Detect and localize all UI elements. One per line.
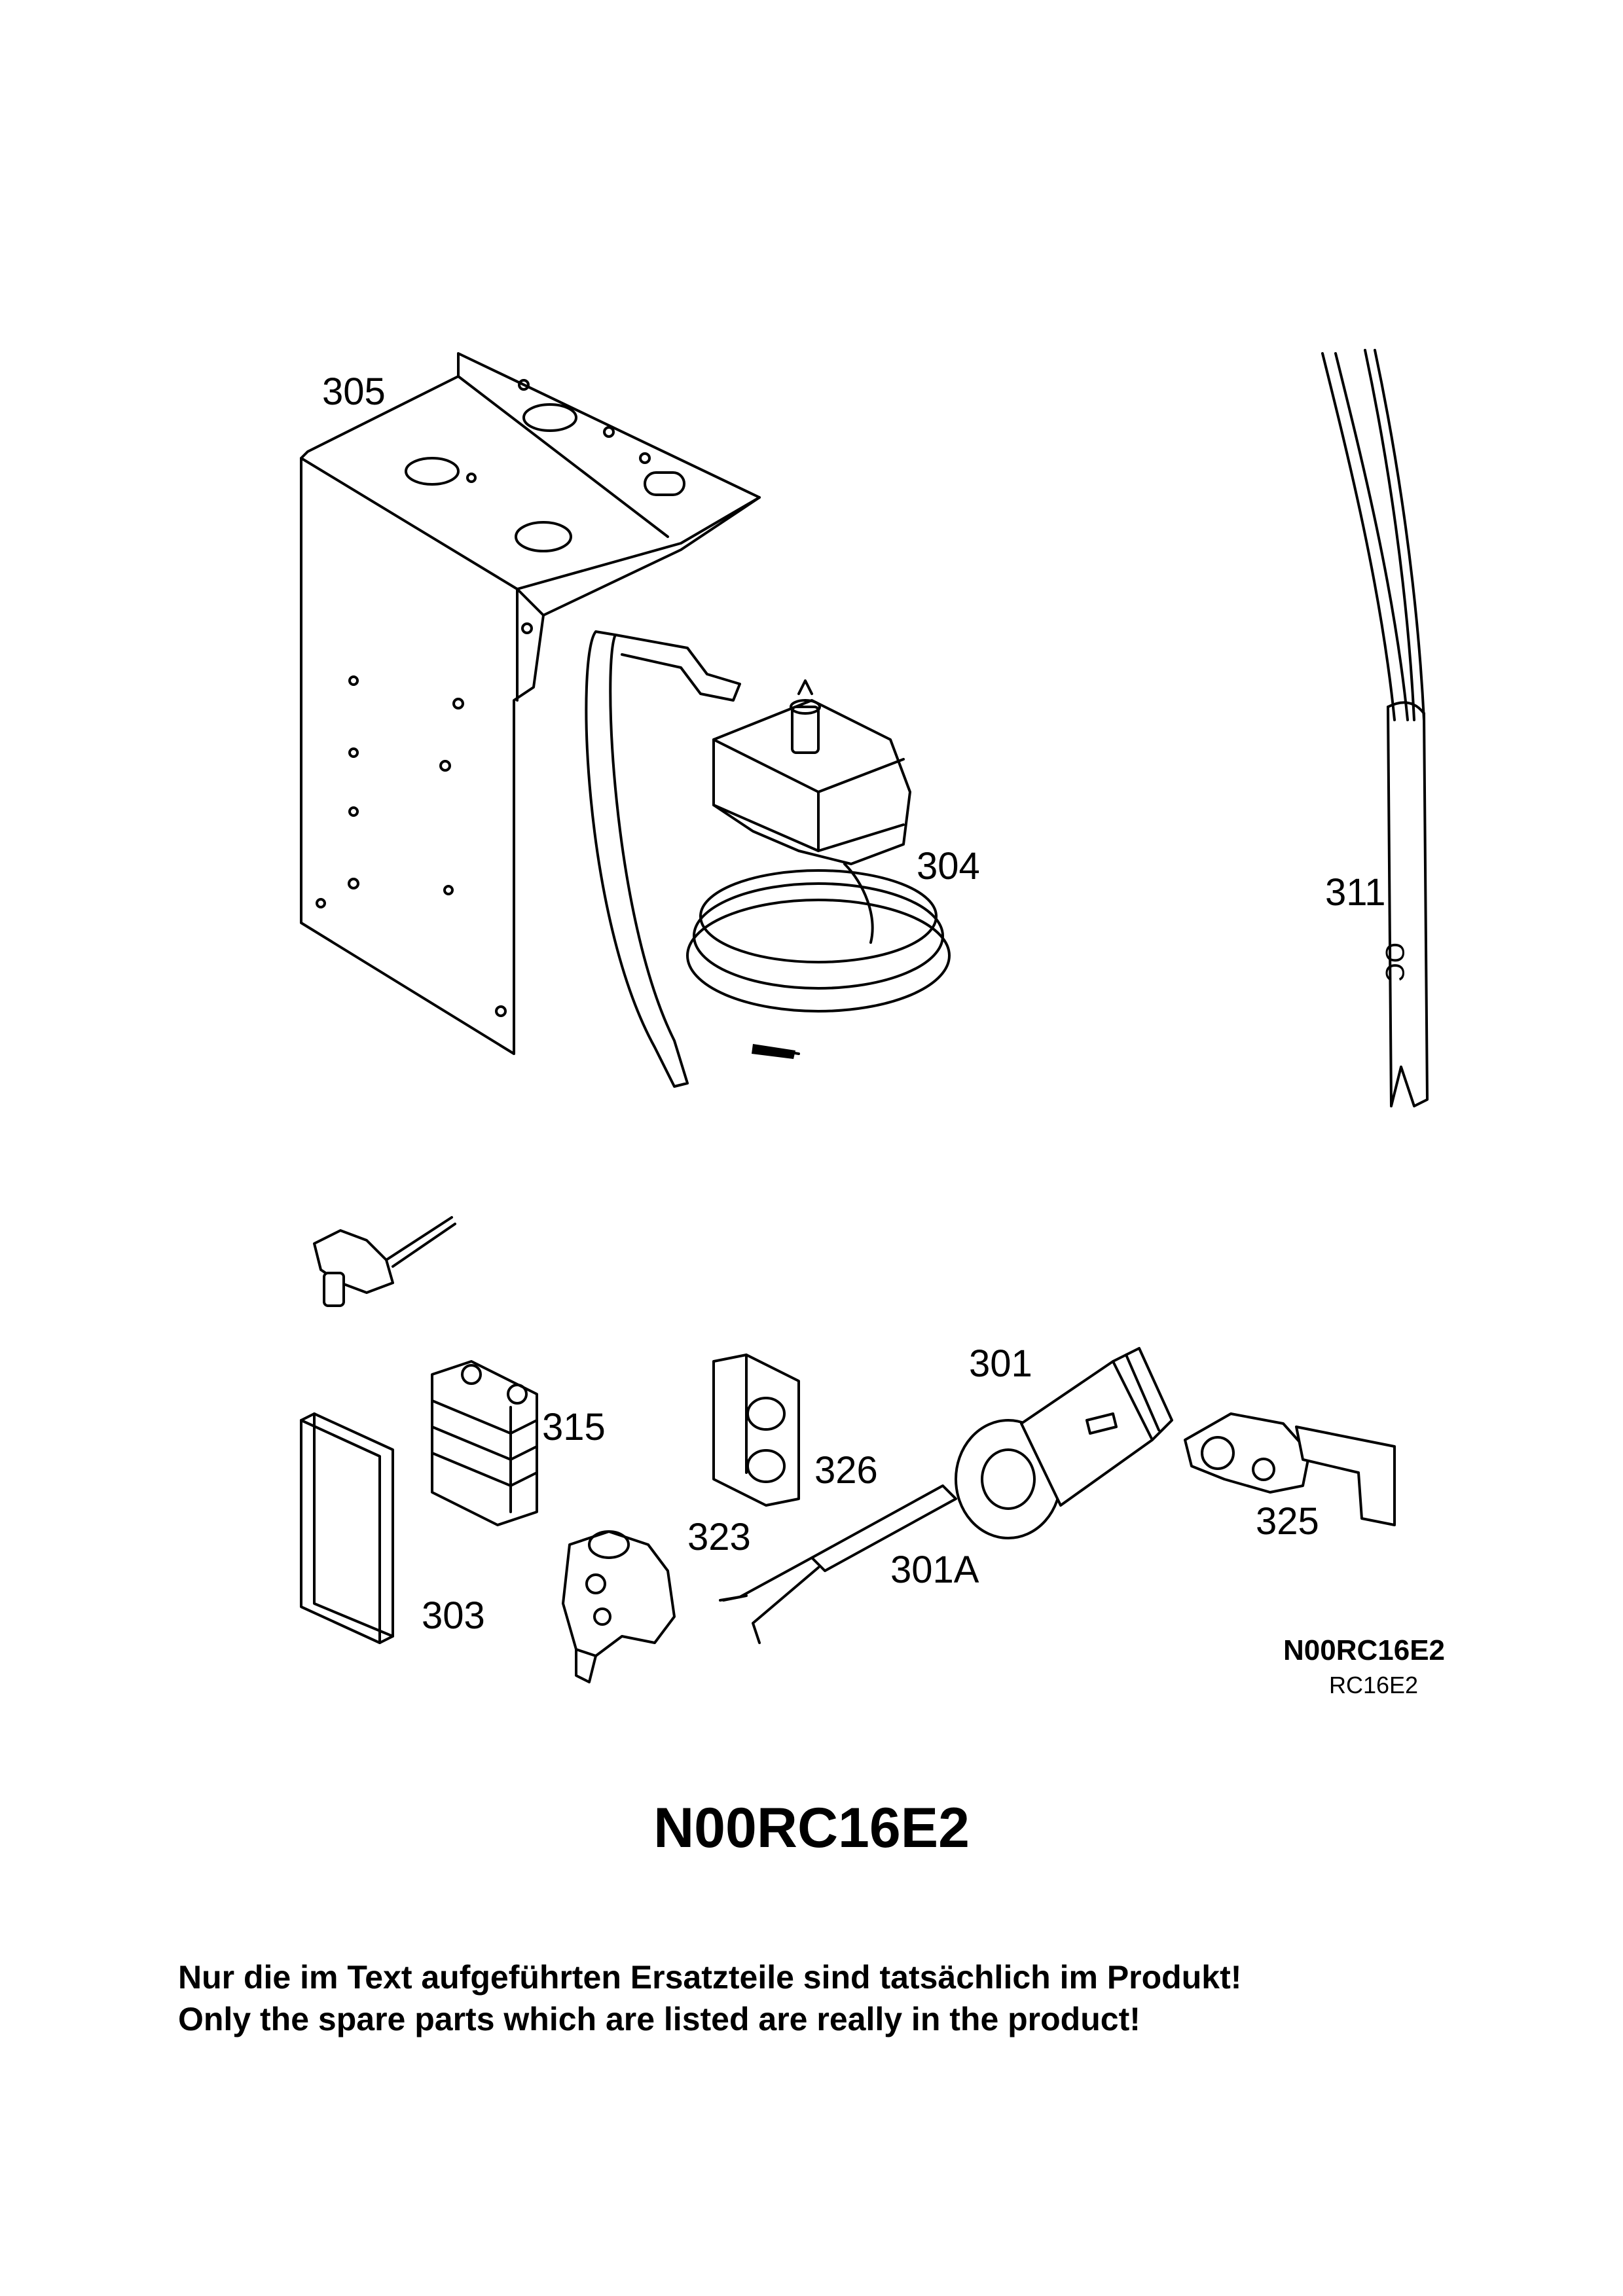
part-323-cable-clamp [562,1530,676,1683]
label-301a: 301A [890,1549,979,1591]
label-303: 303 [422,1594,485,1637]
label-305: 305 [322,370,386,413]
note-english: Only the spare parts which are listed ar… [178,2001,1140,2037]
part-301a-wire [719,1484,957,1644]
label-325: 325 [1256,1500,1319,1543]
page-title: N00RC16E2 [653,1797,970,1859]
label-315: 315 [542,1406,606,1448]
part-301-lamp-holder [955,1347,1173,1539]
part-311-sensor-cable [1321,349,1429,1107]
label-301: 301 [969,1342,1032,1385]
drawing-code-small: RC16E2 [1329,1672,1419,1698]
part-325-lamp-cover [1184,1412,1396,1526]
cable-marking: OC [1380,942,1409,982]
part-303-pad [300,1412,394,1644]
part-clip-unlabeled [313,1216,456,1307]
label-304: 304 [917,845,980,888]
drawing-code-bold: N00RC16E2 [1283,1634,1446,1666]
note-german: Nur die im Text aufgeführten Ersatzteile… [178,1959,1242,1996]
part-326-button-plate [712,1354,800,1507]
part-305-bracket [300,352,761,1055]
label-311: 311 [1325,871,1386,914]
part-304-thermostat [585,630,951,1088]
label-326: 326 [814,1449,878,1492]
part-315-terminal-block [431,1360,538,1526]
label-323: 323 [687,1516,751,1558]
